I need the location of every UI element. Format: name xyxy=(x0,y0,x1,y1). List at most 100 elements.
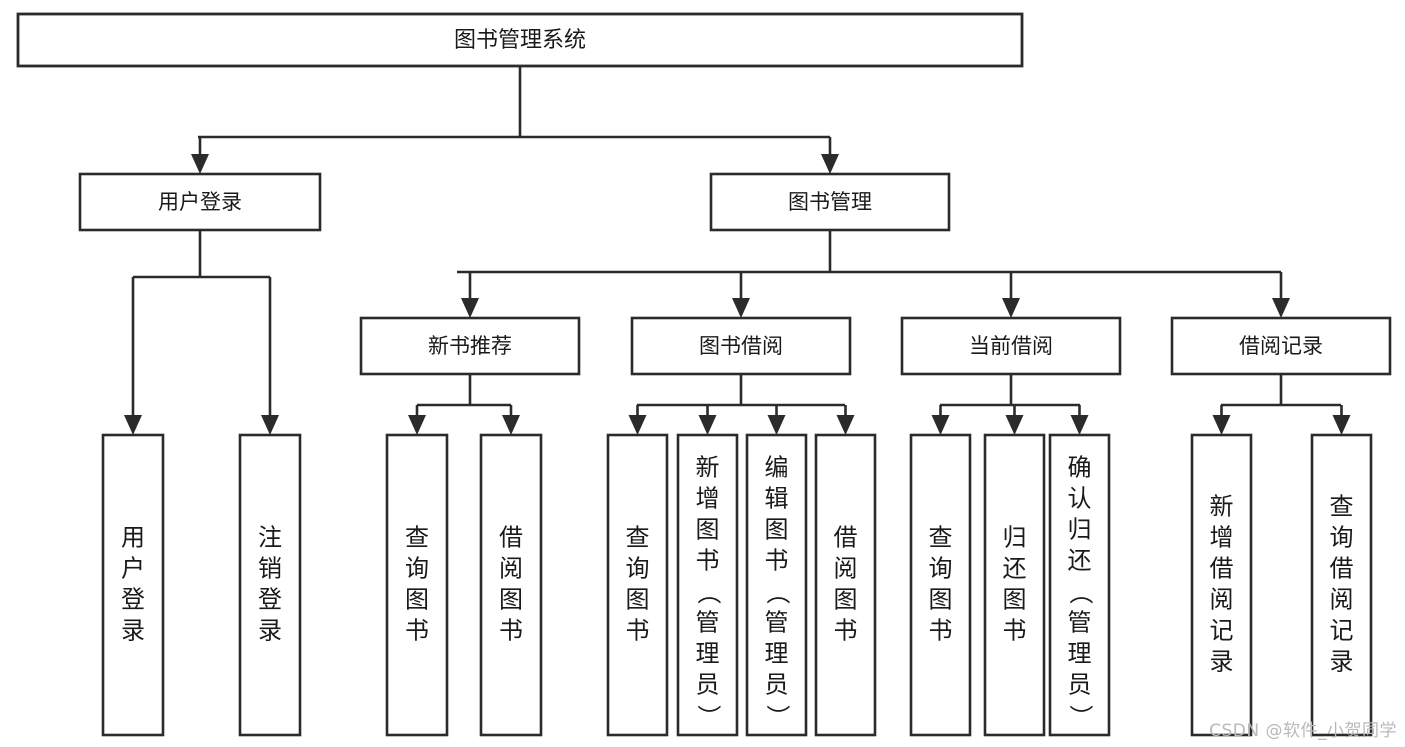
node-book-management[interactable]: 图书管理 xyxy=(709,172,951,232)
node-leaf-query-book-current-char: 图 xyxy=(929,586,953,614)
node-leaf-query-book-recommend-char: 查 xyxy=(405,524,429,552)
edge-borrow-record-to-leaf-query-borrow-record-head xyxy=(1332,415,1351,435)
node-current-borrow[interactable]: 当前借阅 xyxy=(900,316,1122,376)
node-leaf-confirm-return-char: ） xyxy=(1067,705,1095,729)
node-leaf-query-book-recommend-char: 书 xyxy=(405,617,429,645)
node-leaf-add-book-char: 增 xyxy=(696,485,720,513)
node-leaf-query-borrow-record-char: 借 xyxy=(1330,555,1354,583)
node-leaf-logout-char: 销 xyxy=(258,555,282,583)
node-leaf-query-book-recommend-box[interactable] xyxy=(385,433,449,737)
node-leaf-confirm-return-char: 员 xyxy=(1068,671,1092,699)
node-leaf-query-borrow-record-char: 录 xyxy=(1330,648,1354,676)
node-leaf-logout-box[interactable] xyxy=(238,433,302,737)
node-leaf-add-book-box[interactable] xyxy=(676,433,739,737)
node-leaf-user-login-char: 户 xyxy=(121,555,145,583)
node-leaf-user-login-char: 登 xyxy=(121,586,145,614)
node-leaf-add-borrow-record-box[interactable] xyxy=(1190,433,1253,737)
edge-current-borrow-to-leaf-confirm-return-head xyxy=(1070,415,1089,435)
node-leaf-query-book-borrow-char: 询 xyxy=(626,555,650,583)
node-layer: 图书管理系统用户登录图书管理新书推荐图书借阅当前借阅借阅记录用户登录注销登录查询… xyxy=(16,12,1392,737)
node-leaf-return-book-char: 归 xyxy=(1003,524,1027,552)
node-leaf-query-book-borrow-box[interactable] xyxy=(606,433,669,737)
node-leaf-borrow-book-char: 书 xyxy=(834,617,858,645)
node-leaf-logout-char: 登 xyxy=(258,586,282,614)
node-leaf-edit-book-char: 理 xyxy=(765,640,789,668)
node-leaf-borrow-book-recommend-box[interactable] xyxy=(479,433,543,737)
node-leaf-edit-book-char: 图 xyxy=(765,516,789,544)
edge-book-management-to-book-borrow-head xyxy=(732,298,750,318)
node-leaf-add-book-char: 图 xyxy=(696,516,720,544)
node-leaf-user-login[interactable]: 用户登录 xyxy=(101,433,165,737)
node-leaf-add-borrow-record-char: 阅 xyxy=(1210,586,1234,614)
node-leaf-confirm-return-char: 还 xyxy=(1068,547,1092,575)
node-leaf-edit-book-char: 辑 xyxy=(765,485,789,513)
node-leaf-query-borrow-record-char: 记 xyxy=(1330,617,1354,645)
node-root-root-box[interactable] xyxy=(16,12,1024,68)
node-leaf-return-book-char: 书 xyxy=(1003,617,1027,645)
node-borrow-record-label: 借阅记录 xyxy=(1239,334,1323,358)
node-leaf-borrow-book-recommend-char: 阅 xyxy=(499,555,523,583)
node-leaf-borrow-book-recommend-char: 借 xyxy=(499,524,523,552)
node-leaf-borrow-book-recommend-char: 图 xyxy=(499,586,523,614)
node-leaf-edit-book-char: 管 xyxy=(765,609,789,637)
node-leaf-add-book-char: ） xyxy=(695,705,723,729)
node-leaf-query-book-current-box[interactable] xyxy=(909,433,972,737)
node-book-management-box[interactable] xyxy=(709,172,951,232)
node-new-book-recommend-box[interactable] xyxy=(359,316,581,376)
node-leaf-edit-book-char: （ xyxy=(764,581,792,605)
node-leaf-add-book-char: （ xyxy=(695,581,723,605)
node-leaf-return-book-box[interactable] xyxy=(983,433,1046,737)
edge-root-to-user-login-head xyxy=(191,154,209,174)
node-leaf-user-login-box[interactable] xyxy=(101,433,165,737)
node-leaf-logout-char: 录 xyxy=(258,617,282,645)
node-borrow-record[interactable]: 借阅记录 xyxy=(1170,316,1392,376)
node-leaf-borrow-book-box[interactable] xyxy=(814,433,877,737)
node-leaf-confirm-return-box[interactable] xyxy=(1048,433,1111,737)
edge-book-borrow-to-leaf-add-book-head xyxy=(698,415,717,435)
node-book-borrow-box[interactable] xyxy=(630,316,852,376)
node-borrow-record-box[interactable] xyxy=(1170,316,1392,376)
node-current-borrow-box[interactable] xyxy=(900,316,1122,376)
edge-root-to-book-management-head xyxy=(821,154,839,174)
edge-current-borrow-to-leaf-return-book-head xyxy=(1005,415,1024,435)
node-leaf-query-book-borrow-char: 书 xyxy=(626,617,650,645)
node-leaf-add-borrow-record-char: 记 xyxy=(1210,617,1234,645)
node-leaf-add-borrow-record-char: 录 xyxy=(1210,648,1234,676)
edge-book-management-to-current-borrow-head xyxy=(1002,298,1020,318)
node-leaf-add-book-char: 管 xyxy=(696,609,720,637)
node-leaf-confirm-return-char: 理 xyxy=(1068,640,1092,668)
edge-user-login-to-leaf-logout-head xyxy=(261,415,279,435)
node-leaf-query-book-current-char: 询 xyxy=(929,555,953,583)
edge-current-borrow-to-leaf-query-book-current-head xyxy=(931,415,950,435)
edge-new-book-recommend-to-leaf-query-book-recommend-head xyxy=(408,415,426,435)
node-leaf-edit-book-box[interactable] xyxy=(745,433,808,737)
node-leaf-query-borrow-record-box[interactable] xyxy=(1310,433,1373,737)
node-current-borrow-label: 当前借阅 xyxy=(969,334,1053,358)
node-root-root[interactable]: 图书管理系统 xyxy=(16,12,1024,68)
node-book-borrow[interactable]: 图书借阅 xyxy=(630,316,852,376)
node-leaf-query-borrow-record-char: 查 xyxy=(1330,493,1354,521)
edge-borrow-record-to-leaf-add-borrow-record-head xyxy=(1212,415,1231,435)
node-user-login[interactable]: 用户登录 xyxy=(78,172,322,232)
node-new-book-recommend[interactable]: 新书推荐 xyxy=(359,316,581,376)
node-user-login-box[interactable] xyxy=(78,172,322,232)
node-leaf-query-book-current-char: 书 xyxy=(929,617,953,645)
node-leaf-confirm-return-char: 归 xyxy=(1068,516,1092,544)
node-leaf-query-book-borrow-char: 查 xyxy=(626,524,650,552)
node-leaf-edit-book-char: 编 xyxy=(765,454,789,482)
node-leaf-query-book-recommend-char: 图 xyxy=(405,586,429,614)
node-leaf-add-borrow-record-char: 借 xyxy=(1210,555,1234,583)
